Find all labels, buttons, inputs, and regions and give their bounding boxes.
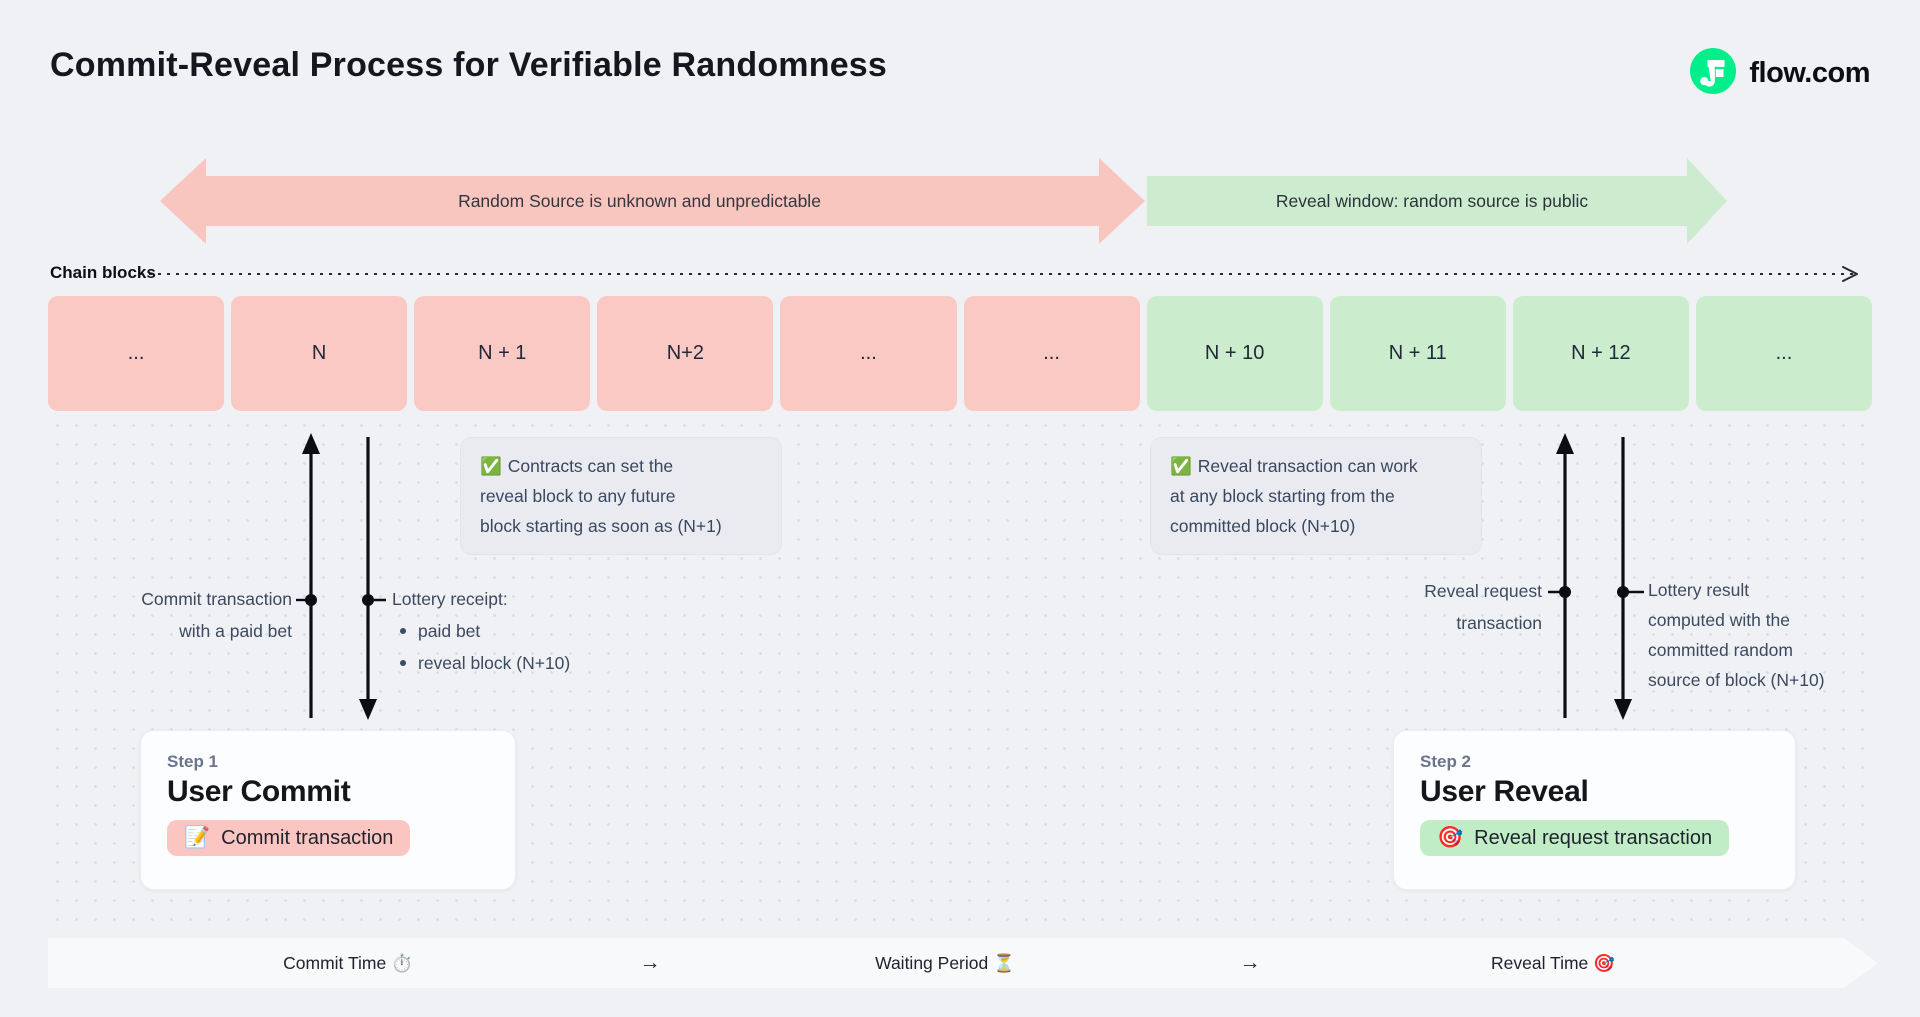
callout-bullet: reveal block (N+10) [392, 647, 692, 679]
note-line: Reveal transaction can work [1197, 456, 1418, 476]
timeline-label: Waiting Period [875, 953, 989, 973]
note-line: block starting as soon as (N+1) [480, 516, 722, 536]
callout-lottery-receipt: Lottery receipt: paid bet reveal block (… [392, 583, 692, 679]
chain-block: N + 10 [1146, 296, 1323, 411]
timeline-label: Reveal Time [1491, 953, 1589, 973]
chain-block: ... [48, 296, 225, 411]
timeline-label: Commit Time [283, 953, 387, 973]
callout-line: Commit transaction [141, 589, 292, 609]
brand-logo: flow.com [1690, 48, 1870, 99]
timeline-arrow-icon: → [1239, 951, 1261, 974]
callout-reveal-request: Reveal request transaction [1310, 575, 1542, 639]
note-reveal-window: ✅Reveal transaction can work at any bloc… [1150, 437, 1482, 555]
reveal-request-chip: 🎯 Reveal request transaction [1420, 820, 1730, 856]
step2-card: Step 2 User Reveal 🎯 Reveal request tran… [1393, 730, 1796, 890]
stopwatch-icon: ⏱️ [391, 953, 413, 973]
commit-transaction-chip-label: Commit transaction [221, 826, 394, 849]
note-line: committed block (N+10) [1170, 516, 1356, 536]
brand-name: flow.com [1749, 57, 1870, 89]
chain-blocks-row: ... N N + 1 N+2 ... ... N + 10 N + 11 N … [48, 296, 1872, 411]
chain-blocks-label: Chain blocks [50, 263, 156, 282]
step2-kicker: Step 2 [1420, 752, 1472, 771]
target-icon: 🎯 [1437, 826, 1464, 849]
phase-banners: Random Source is unknown and unpredictab… [0, 158, 1920, 244]
timeline-reveal-time: Reveal Time 🎯 [1491, 938, 1615, 988]
callout-line: Reveal request [1424, 581, 1542, 601]
callout-line: source of block (N+10) [1648, 670, 1825, 690]
step1-kicker: Step 1 [167, 752, 219, 771]
note-line: at any block starting from the [1170, 486, 1395, 506]
timeline-arrow-icon: → [639, 951, 661, 974]
hourglass-icon: ⏳ [993, 953, 1015, 973]
callout-line: Lottery result [1648, 580, 1750, 600]
banner-random-unknown: Random Source is unknown and unpredictab… [160, 158, 1145, 244]
chain-block: N + 1 [414, 296, 591, 411]
banner-reveal-window: Reveal window: random source is public [1147, 158, 1727, 244]
callout-line: transaction [1456, 613, 1542, 633]
check-icon: ✅ [480, 456, 502, 476]
banner-reveal-window-label: Reveal window: random source is public [1275, 190, 1589, 211]
chain-block: ... [963, 296, 1140, 411]
note-commit-flexibility: ✅Contracts can set the reveal block to a… [460, 437, 782, 555]
chain-block: N + 11 [1329, 296, 1506, 411]
callout-lottery-result: Lottery result computed with the committ… [1648, 575, 1908, 695]
callout-line: computed with the [1648, 610, 1791, 630]
check-icon: ✅ [1170, 456, 1192, 476]
callout-line: committed random [1648, 640, 1793, 660]
target-icon: 🎯 [1593, 953, 1615, 973]
page-title: Commit-Reveal Process for Verifiable Ran… [50, 46, 888, 84]
time-axis: Commit Time ⏱️ → Waiting Period ⏳ → Reve… [48, 938, 1878, 988]
commit-transaction-chip: 📝 Commit transaction [167, 820, 411, 856]
memo-icon: 📝 [184, 826, 211, 849]
callout-line: with a paid bet [179, 621, 292, 641]
banner-random-unknown-label: Random Source is unknown and unpredictab… [458, 190, 821, 211]
chain-block: N+2 [597, 296, 774, 411]
chain-block: ... [1695, 296, 1872, 411]
chain-block: N + 12 [1512, 296, 1689, 411]
note-line: Contracts can set the [507, 456, 674, 476]
chain-block: N [231, 296, 408, 411]
callout-bullet: paid bet [392, 615, 692, 647]
step2-title: User Reveal [1420, 775, 1589, 808]
reveal-request-chip-label: Reveal request transaction [1474, 826, 1713, 849]
callout-commit-transaction: Commit transaction with a paid bet [60, 583, 292, 647]
step1-card: Step 1 User Commit 📝 Commit transaction [140, 730, 516, 890]
chain-block: ... [780, 296, 957, 411]
flow-logo-icon [1690, 48, 1737, 99]
timeline-commit-time: Commit Time ⏱️ [283, 938, 413, 988]
step1-title: User Commit [167, 775, 351, 808]
timeline-waiting-period: Waiting Period ⏳ [875, 938, 1015, 988]
callout-title: Lottery receipt: [392, 589, 508, 609]
note-line: reveal block to any future [480, 486, 676, 506]
